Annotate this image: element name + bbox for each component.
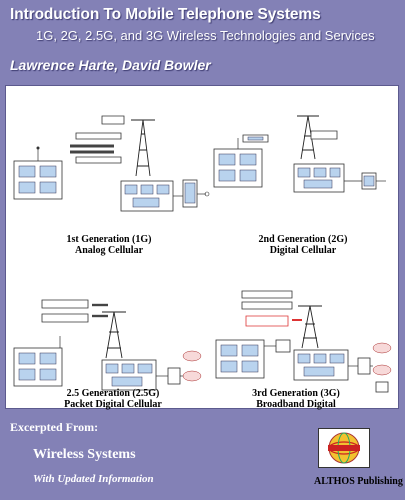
source-book-subtitle: With Updated Information <box>33 473 154 485</box>
caption-1g: 1st Generation (1G) Analog Cellular <box>34 234 184 256</box>
caption-2g-line1: 2nd Generation (2G) <box>258 234 348 245</box>
diagram-1g <box>13 115 210 212</box>
caption-25g-line1: 2.5 Generation (2.5G) <box>66 388 160 399</box>
caption-1g-line1: 1st Generation (1G) <box>66 234 152 245</box>
book-title: Introduction To Mobile Telephone Systems <box>10 6 321 23</box>
caption-2g-line2: Digital Cellular <box>269 245 337 256</box>
diagram-3g <box>215 290 392 393</box>
caption-1g-line2: Analog Cellular <box>74 245 144 256</box>
caption-3g-line2: Broadband Digital <box>256 399 336 410</box>
network-diagrams-illustration <box>13 115 392 393</box>
book-authors: Lawrence Harte, David Bowler <box>10 57 211 73</box>
diagram-2g <box>213 115 386 193</box>
diagram-panel: 1st Generation (1G) Analog Cellular 2nd … <box>5 85 399 410</box>
source-book-title: Wireless Systems <box>33 447 136 462</box>
excerpted-from-label: Excerpted From: <box>10 420 99 434</box>
book-subtitle: 1G, 2G, 2.5G, and 3G Wireless Technologi… <box>36 28 375 43</box>
caption-25g: 2.5 Generation (2.5G) Packet Digital Cel… <box>28 388 198 410</box>
caption-3g-line1: 3rd Generation (3G) <box>252 388 340 399</box>
publisher-name: ALTHOS Publishing <box>314 476 403 487</box>
althos-globe-logo-icon <box>318 428 370 468</box>
caption-2g: 2nd Generation (2G) Digital Cellular <box>228 234 378 256</box>
caption-3g: 3rd Generation (3G) Broadband Digital <box>216 388 376 410</box>
caption-25g-line2: Packet Digital Cellular <box>64 399 162 410</box>
diagram-25g <box>13 299 202 391</box>
